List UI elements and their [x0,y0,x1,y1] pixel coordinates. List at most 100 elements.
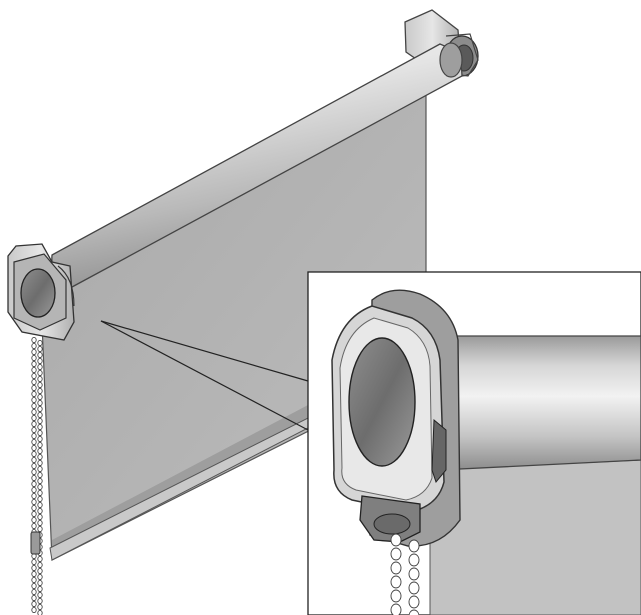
chain-bead [31,348,37,356]
chain-bead [37,507,43,515]
chain-bead [37,603,43,611]
chain-bead [37,483,43,491]
inset-chain-bead [408,595,420,609]
inset-fabric [429,459,641,615]
inset-chain-bead [390,589,402,603]
chain-bead [31,594,37,602]
chain-weight [30,531,41,555]
chain-bead [37,465,43,473]
chain [31,336,43,615]
chain-bead [37,357,43,365]
chain-bead [31,510,37,518]
chain-bead [37,597,43,605]
chain-bead [31,576,37,584]
chain-bead [37,351,43,359]
chain-bead [31,366,37,374]
chain-bead [37,567,43,575]
inset-bracket-slot [431,418,447,484]
blind-main [7,9,479,615]
chain-bead [37,495,43,503]
chain-bead [31,468,37,476]
chain-bead [37,441,43,449]
chain-bead [37,579,43,587]
chain-bead [31,414,37,422]
inset-chain-bead [390,533,402,547]
chain-bead [31,516,37,524]
chain-bead [31,588,37,596]
chain-bead [31,372,37,380]
chain-bead [37,591,43,599]
inset-tube [432,335,641,471]
inset-chain-bead [390,561,402,575]
callout-line-upper [100,320,309,382]
chain-bead [31,402,37,410]
chain-bead [31,384,37,392]
chain-bead [31,558,37,566]
chain-bead [37,393,43,401]
inset-chain-bead [390,575,402,589]
chain-bead [31,408,37,416]
chain-bead [31,438,37,446]
detail-inset [307,271,641,615]
chain-bead [37,573,43,581]
chain-bead [31,486,37,494]
chain-bead [37,513,43,521]
inset-chain-bead [408,609,420,615]
chain-bead [31,354,37,362]
chain-bead [37,345,43,353]
chain-bead [31,564,37,572]
chain-bead [31,342,37,350]
inset-chain [390,533,420,615]
chain-bead [31,444,37,452]
chain-bead [31,492,37,500]
chain-bead [31,600,37,608]
chain-bead [31,504,37,512]
chain-bead [31,360,37,368]
chain-bead [37,525,43,533]
chain-bead [31,450,37,458]
chain-bead [37,555,43,563]
chain-bead [31,378,37,386]
chain-bead [31,498,37,506]
inset-chain-bead [390,547,402,561]
chain-bead [31,582,37,590]
chain-bead [37,339,43,347]
chain-bead [37,501,43,509]
chain-bead [31,570,37,578]
chain-bead [37,387,43,395]
chain-bead [31,426,37,434]
chain-bead [37,411,43,419]
chain-bead [37,399,43,407]
chain-bead [37,417,43,425]
chain-bead [37,447,43,455]
chain-bead [31,420,37,428]
chain-bead [37,363,43,371]
inset-chain-bead [408,539,420,553]
chain-bead [31,606,37,614]
chain-bead [31,462,37,470]
chain-bead [37,435,43,443]
chain-bead [31,390,37,398]
chain-bead [31,522,37,530]
chain-bead [37,429,43,437]
chain-bead [31,432,37,440]
chain-bead [37,375,43,383]
chain-bead [37,453,43,461]
chain-bead [37,423,43,431]
chain-bead [31,396,37,404]
chain-bead [37,459,43,467]
chain-bead [31,456,37,464]
left-bracket [7,243,75,341]
chain-bead [37,585,43,593]
chain-bead [31,474,37,482]
chain-bead [37,405,43,413]
inset-chain-bead [408,567,420,581]
chain-bead [37,369,43,377]
inset-chain-bead [408,581,420,595]
chain-bead [31,480,37,488]
chain-bead [37,609,43,615]
inset-chain-bead [390,603,402,615]
chain-bead [37,381,43,389]
inset-cap-disc [348,337,416,467]
